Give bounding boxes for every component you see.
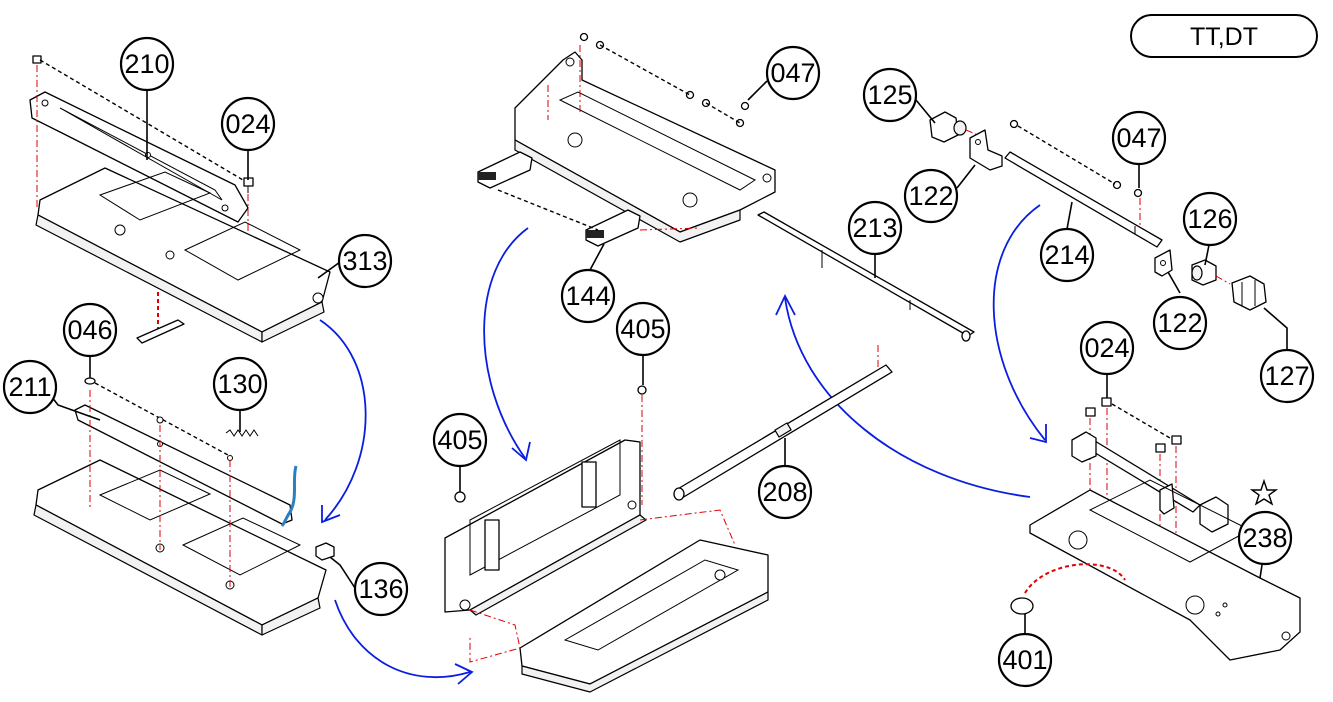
part-136	[315, 542, 335, 561]
model-tag: TT,DT	[1130, 14, 1318, 58]
callout-024-right: 024	[1079, 320, 1135, 376]
callout-238-label: 238	[1242, 523, 1287, 553]
callout-313-label: 313	[342, 246, 387, 276]
callout-210: 210	[119, 36, 175, 92]
callout-127-label: 127	[1264, 361, 1309, 391]
flow-arrow-313-to-211	[319, 319, 367, 521]
callout-122-lower-label: 122	[1157, 308, 1202, 338]
callout-130-label: 130	[217, 369, 262, 399]
callout-238: 238	[1237, 510, 1293, 566]
callout-214-label: 214	[1044, 240, 1089, 270]
callout-024-left: 024	[220, 96, 276, 152]
callout-126: 126	[1182, 191, 1238, 247]
plate-238-assembly	[1010, 397, 1301, 661]
flow-arrow-238-to-213	[784, 297, 1031, 498]
leader-lines	[44, 80, 1288, 634]
callout-405-upper-label: 405	[620, 314, 665, 344]
flow-arrow-144-to-frame	[483, 227, 529, 459]
collar-126	[1191, 259, 1217, 286]
callout-047-top: 047	[765, 45, 821, 101]
callout-144-label: 144	[565, 281, 610, 311]
callout-213-label: 213	[852, 213, 897, 243]
knob-125	[929, 111, 967, 143]
star-marker	[1249, 478, 1279, 506]
callout-213: 213	[847, 200, 903, 256]
callout-024-left-label: 024	[225, 109, 270, 139]
callout-208: 208	[757, 464, 813, 520]
callout-401: 401	[997, 632, 1053, 688]
callout-127: 127	[1259, 348, 1315, 404]
part-144	[477, 151, 641, 247]
callout-144: 144	[560, 268, 616, 324]
assembly-flow-arrows	[319, 204, 1047, 685]
bracket-122-upper	[969, 129, 1003, 171]
shaft-213	[757, 211, 975, 342]
callout-047-right: 047	[1111, 110, 1167, 166]
callout-401-label: 401	[1002, 645, 1047, 675]
part-401	[1010, 597, 1034, 615]
bracket-144-assembly	[477, 32, 975, 342]
callout-122-upper-label: 122	[908, 181, 953, 211]
bracket-122-lower	[1154, 249, 1173, 277]
screw-024-left	[243, 177, 254, 193]
e-ring-405-lower	[454, 491, 466, 503]
callout-046-label: 046	[67, 315, 112, 345]
knob-127	[1231, 275, 1267, 311]
callout-125: 125	[862, 67, 918, 123]
callout-122-lower: 122	[1152, 295, 1208, 351]
callout-405-lower-label: 405	[437, 425, 482, 455]
callout-047-right-label: 047	[1116, 123, 1161, 153]
flow-arrow-214-to-238	[992, 204, 1046, 441]
callout-047-top-label: 047	[770, 58, 815, 88]
shaft-214-assembly	[929, 111, 1267, 311]
callout-210-label: 210	[124, 49, 169, 79]
model-tag-label: TT,DT	[1190, 23, 1258, 51]
callout-046: 046	[62, 302, 118, 358]
callout-211: 211	[2, 359, 58, 415]
plate-210-assembly	[29, 55, 331, 344]
callout-208-label: 208	[762, 477, 807, 507]
callout-024-right-label: 024	[1084, 333, 1129, 363]
callout-122-upper: 122	[903, 168, 959, 224]
screws-024-right	[1085, 397, 1182, 453]
plate-211-assembly	[33, 377, 335, 636]
flow-arrow-136-to-base	[334, 599, 471, 679]
callout-214: 214	[1039, 227, 1095, 283]
callout-136-label: 136	[358, 574, 403, 604]
callout-126-label: 126	[1187, 204, 1232, 234]
callout-211-label: 211	[8, 372, 51, 402]
e-ring-405-upper	[637, 385, 647, 505]
center-frame-assembly	[444, 345, 893, 693]
spring-130	[225, 429, 259, 437]
callout-125-label: 125	[867, 80, 912, 110]
shaft-208	[673, 345, 893, 501]
callout-405-upper: 405	[615, 301, 671, 357]
callout-313: 313	[337, 233, 393, 289]
callout-405-lower: 405	[432, 412, 488, 468]
callout-130: 130	[212, 356, 268, 412]
callout-136: 136	[353, 561, 409, 617]
